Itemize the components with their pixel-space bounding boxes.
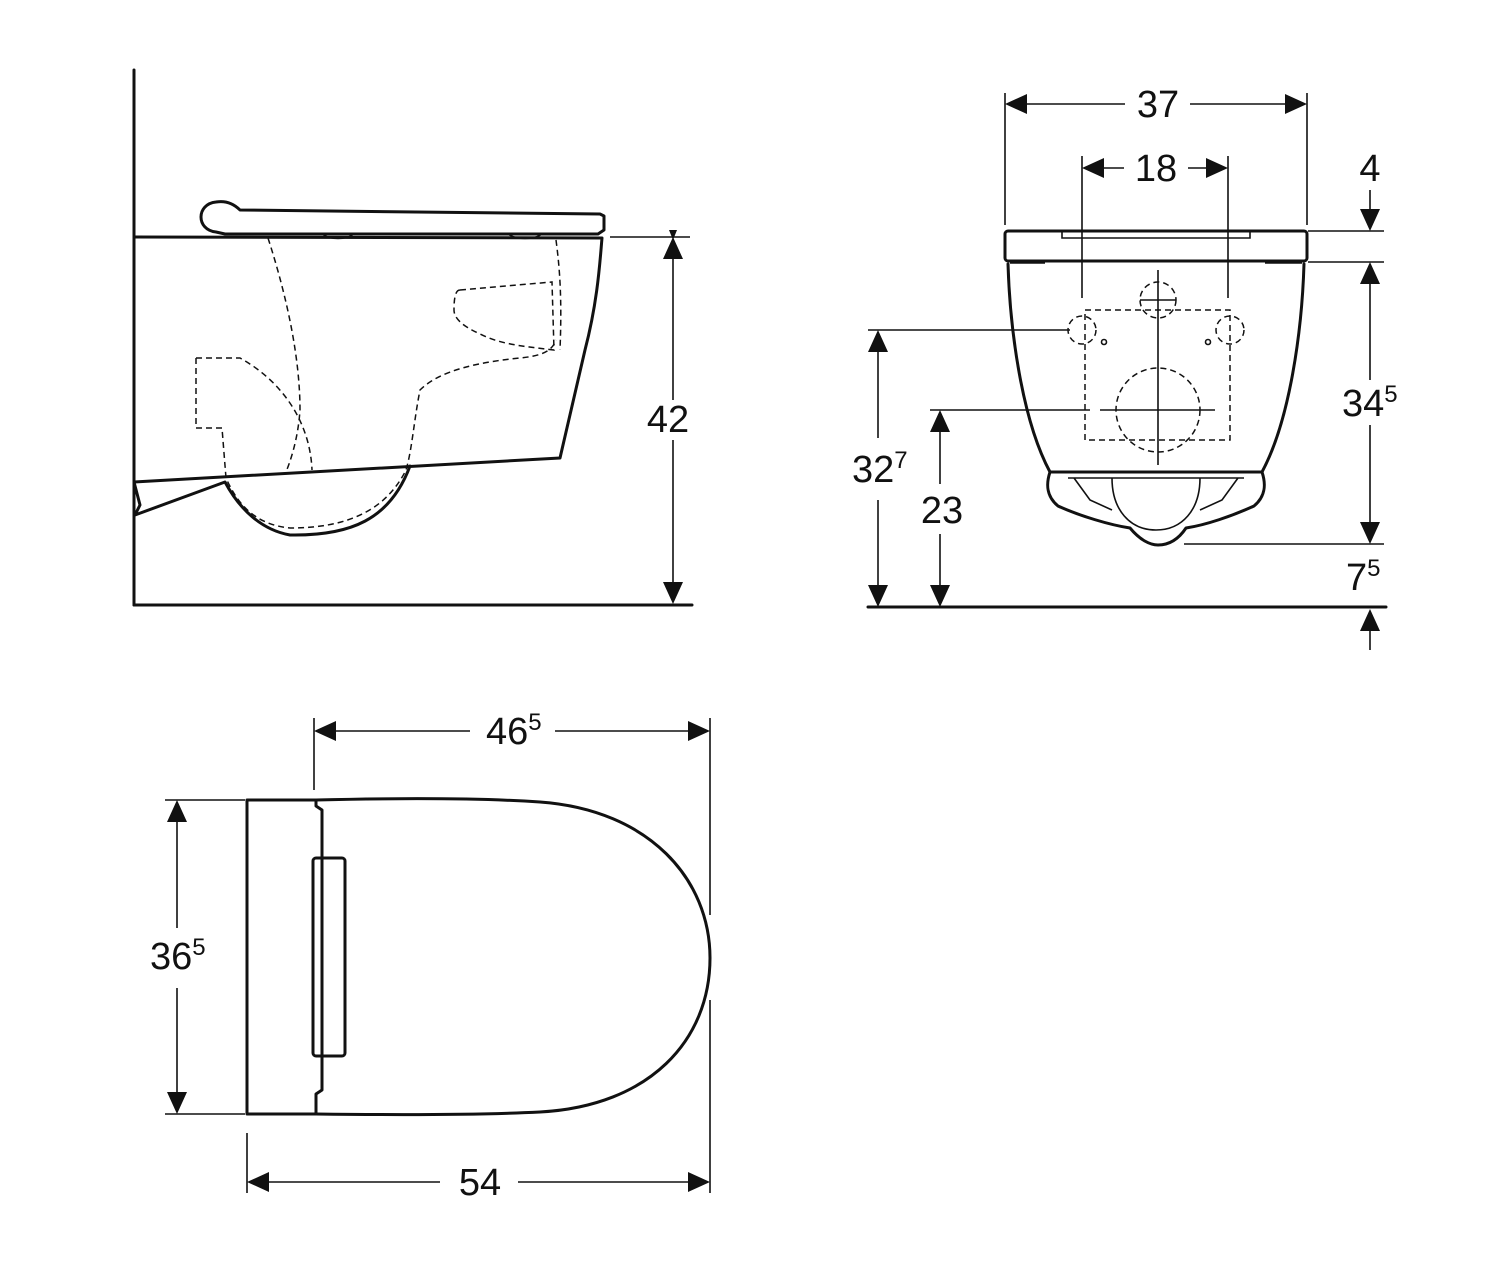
front-hole-right — [1204, 338, 1212, 346]
dim-label-total-depth: 54 — [459, 1162, 501, 1204]
front-view: 37 18 4 345 75 327 23 — [852, 84, 1398, 650]
clearance-arrow — [1360, 609, 1380, 631]
front-bowl-base — [1046, 470, 1266, 547]
side-bowl-underside — [132, 464, 412, 537]
front-seat-detail — [1061, 231, 1251, 239]
side-hidden-outlet — [195, 339, 557, 529]
front-bowl-outline — [1006, 262, 1306, 474]
top-view: 465 365 54 — [150, 709, 712, 1204]
dim-label-width-total: 37 — [1137, 84, 1179, 126]
dim-label-bowl-height: 345 — [1342, 381, 1398, 425]
dim-label-seat-depth: 465 — [486, 709, 542, 753]
side-hidden-outlet-top — [196, 357, 313, 471]
dim-label-top-width: 365 — [150, 934, 206, 978]
seat-arrow — [1360, 209, 1380, 231]
front-hidden-bolt-left — [1067, 315, 1097, 345]
front-hole-left — [1100, 338, 1108, 346]
top-rear-cover — [245, 798, 324, 1116]
dim-label-waste-height: 23 — [921, 490, 963, 532]
dim-label-height: 42 — [647, 399, 689, 441]
top-hinge-cover — [311, 856, 347, 1058]
dim-label-fixing-spacing: 18 — [1135, 148, 1177, 190]
dim-label-clearance: 75 — [1346, 555, 1381, 599]
side-view: 42 — [132, 68, 694, 607]
side-hidden-inlet — [453, 281, 555, 351]
front-hidden-bolt-right — [1215, 315, 1245, 345]
front-hidden-frame — [1084, 309, 1231, 441]
front-seat — [1003, 229, 1309, 263]
dim-label-seat-thickness: 4 — [1359, 148, 1380, 190]
side-hidden-trapway — [267, 237, 301, 473]
side-seat-lid — [199, 200, 606, 236]
front-bowl-shroud — [1068, 477, 1244, 531]
dim-label-fixing-height: 327 — [852, 447, 908, 491]
top-seat-outline — [314, 797, 712, 1117]
waste-height-arrows — [930, 410, 950, 607]
side-hidden-rim — [555, 239, 562, 351]
side-bowl-outline — [132, 235, 604, 484]
